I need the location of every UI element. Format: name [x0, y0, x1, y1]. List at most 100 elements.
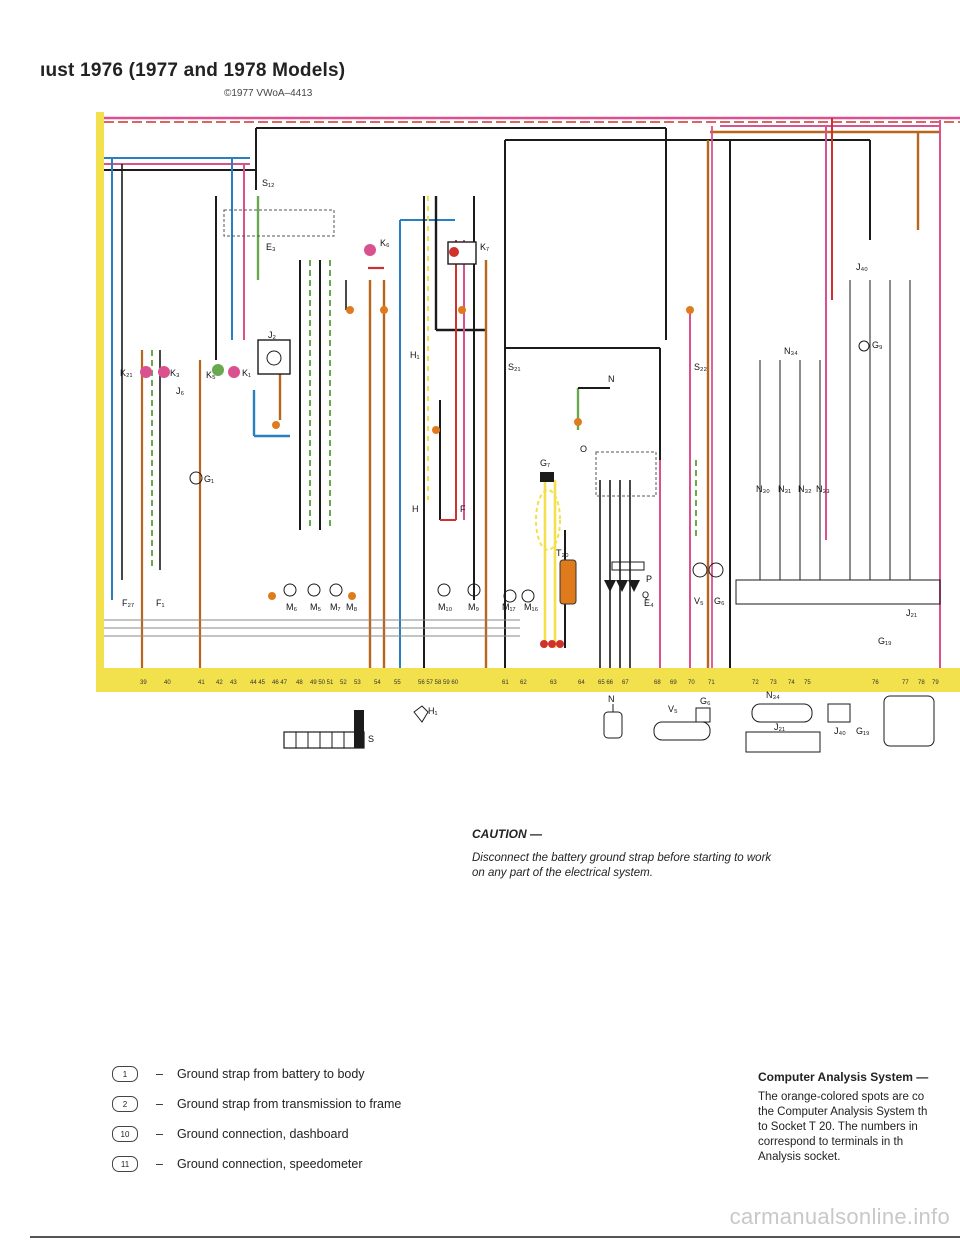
label-j21-lower: J₂₁ [774, 722, 785, 732]
label-k3: K₃ [170, 368, 180, 378]
label-j40: J₄₀ [856, 262, 868, 272]
copyright-notice: ©1977 VWoA–4413 [224, 88, 313, 99]
terminal-53: 53 [354, 680, 361, 686]
terminal-70: 70 [688, 680, 695, 686]
legend-number: 2 [112, 1096, 138, 1112]
terminal-72: 72 [752, 680, 759, 686]
terminal-39: 39 [140, 680, 147, 686]
label-m16: M₁₆ [524, 602, 539, 612]
terminal-56-60: 56 57 58 59 60 [418, 680, 459, 686]
control-unit-j21 [735, 579, 941, 605]
label-q: Q [642, 590, 649, 600]
legend-dash: – [156, 1097, 163, 1111]
caution-title: CAUTION — [472, 827, 542, 841]
computer-analysis-line: the Computer Analysis System th [758, 1106, 928, 1118]
wiring-diagram: E₃ K₆ K₇ K₂₁ K₃ K₅ K₁ J₆ J₂ G₁ G₇ H₁ H F… [96, 112, 960, 753]
label-k5: K₅ [206, 370, 216, 380]
ground-legend: 1 – Ground strap from battery to body 2 … [112, 1066, 401, 1186]
legend-dash: – [156, 1127, 163, 1141]
label-k6: K₆ [380, 238, 390, 248]
terminal-46-47: 46 47 [272, 680, 288, 686]
label-g7: G₇ [540, 458, 550, 468]
connector-icon [413, 705, 429, 723]
fuse-box-icon [283, 710, 365, 749]
label-g6: G₆ [714, 596, 725, 606]
label-h-lower: H₁ [428, 706, 438, 716]
label-s21: S₂₁ [508, 362, 521, 372]
computer-analysis-line: to Socket T 20. The numbers in [758, 1121, 918, 1133]
label-s: S [368, 734, 374, 744]
label-f27: F₂₇ [122, 598, 134, 608]
label-m6: M₆ [286, 602, 297, 612]
terminal-69: 69 [670, 680, 677, 686]
terminal-67: 67 [622, 680, 629, 686]
terminal-40: 40 [164, 680, 171, 686]
computer-analysis-line: Analysis socket. [758, 1151, 841, 1163]
terminal-55: 55 [394, 680, 401, 686]
terminal-61: 61 [502, 680, 509, 686]
label-j21: J₂₁ [906, 608, 917, 618]
legend-item: 10 – Ground connection, dashboard [112, 1126, 401, 1142]
label-g19: G₁₉ [878, 636, 892, 646]
label-j2: J₂ [268, 330, 277, 340]
terminal-73: 73 [770, 680, 777, 686]
terminal-numbers: 39 40 41 42 43 44 45 46 47 48 49 50 51 5… [140, 680, 939, 686]
label-m8: M₈ [346, 602, 357, 612]
label-n33: N₃₃ [816, 484, 830, 494]
label-k1: K₁ [242, 368, 251, 378]
terminal-71: 71 [708, 680, 715, 686]
label-h: H [412, 504, 419, 514]
legend-item: 11 – Ground connection, speedometer [112, 1156, 401, 1172]
terminal-74: 74 [788, 680, 795, 686]
label-k7: K₇ [480, 242, 489, 252]
label-e3: E₃ [266, 242, 276, 252]
terminal-63: 63 [550, 680, 557, 686]
terminal-79: 79 [932, 680, 939, 686]
terminal-77: 77 [902, 680, 909, 686]
label-j6: J₆ [176, 386, 185, 396]
terminal-48: 48 [296, 680, 303, 686]
label-g1: G₁ [204, 474, 214, 484]
label-g6-lower: G₆ [700, 696, 711, 706]
terminal-65-66: 65 66 [598, 680, 614, 686]
legend-dash: – [156, 1157, 163, 1171]
caution-box: CAUTION — Disconnect the battery ground … [472, 827, 782, 881]
legend-number: 11 [112, 1156, 138, 1172]
legend-item: 1 – Ground strap from battery to body [112, 1066, 401, 1082]
label-s22: S₂₂ [694, 362, 707, 372]
terminal-62: 62 [520, 680, 527, 686]
terminal-49-51: 49 50 51 [310, 680, 334, 686]
label-h1: H₁ [410, 350, 420, 360]
label-g19-lower: G₁₉ [856, 726, 870, 736]
computer-analysis-text: The orange-colored spots are co the Comp… [758, 1090, 958, 1165]
legend-text: Ground connection, dashboard [176, 1127, 349, 1141]
bottom-rule [30, 1236, 960, 1238]
label-f: F [460, 504, 466, 514]
label-n-lower: N [608, 694, 615, 704]
legend-number: 1 [112, 1066, 138, 1082]
ignition-coil-icon [603, 704, 623, 739]
label-m7: M₇ [330, 602, 341, 612]
label-n34: N₃₄ [784, 346, 798, 356]
label-j40-lower: J₄₀ [834, 726, 846, 736]
left-bus-bar [96, 112, 104, 692]
label-n32: N₃₂ [798, 484, 812, 494]
label-f1: F₁ [156, 598, 165, 608]
terminal-54: 54 [374, 680, 381, 686]
control-unit-icon [745, 695, 935, 753]
label-e4: E₄ [644, 598, 654, 608]
label-v5-lower: V₅ [668, 704, 678, 714]
legend-text: Ground strap from transmission to frame [176, 1097, 402, 1111]
terminal-44-45: 44 45 [250, 680, 266, 686]
page-title: ıust 1976 (1977 and 1978 Models) [40, 60, 346, 81]
label-n34-lower: N₃₄ [766, 690, 780, 700]
label-m5: M₅ [310, 602, 321, 612]
terminal-75: 75 [804, 680, 811, 686]
computer-analysis-line: correspond to terminals in th [758, 1136, 904, 1148]
terminal-52: 52 [340, 680, 347, 686]
computer-analysis-title: Computer Analysis System — [758, 1070, 929, 1084]
terminal-41: 41 [198, 680, 205, 686]
terminal-64: 64 [578, 680, 585, 686]
label-k21: K₂₁ [120, 368, 133, 378]
label-s12: S₁₂ [262, 178, 275, 188]
